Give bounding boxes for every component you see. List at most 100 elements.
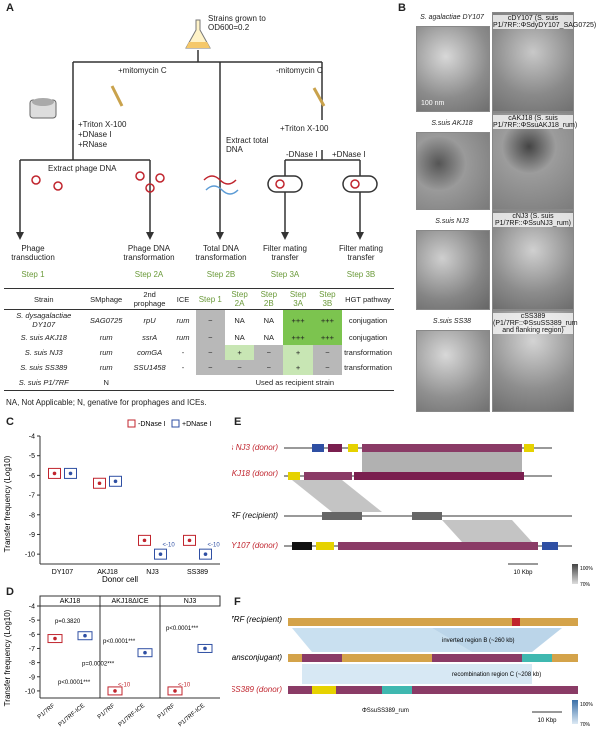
panel-label-e: E [234, 416, 242, 428]
table-row: S. suis NJ3 rum comGA - − + − + − transf… [4, 345, 394, 360]
d-pval: p<0.0001*** [58, 680, 91, 686]
c-y-tick-label: -8 [29, 512, 35, 519]
rnase-label: +RNase [78, 140, 108, 149]
d-point [203, 646, 207, 651]
c-box [183, 534, 196, 546]
c-box [93, 477, 106, 489]
f-track-label-css389: S. suis cSS389 (transconjugant) [232, 653, 282, 662]
c-y-tick-label: -10 [25, 552, 35, 559]
cell-hgt: conjugation [348, 315, 388, 325]
th-smphage: SMphage [90, 294, 123, 304]
d-y-tick-label: -8 [29, 660, 35, 667]
c-y-tick-label: -9 [29, 532, 35, 539]
step-1-label: Step 1 [21, 270, 45, 279]
cell-strain: S. suis SS389 [20, 363, 68, 372]
d-group-label: NJ3 [184, 598, 197, 605]
table-header-row: Strain SMphage 2nd prophage ICE Step 1 S… [4, 289, 394, 310]
cell-s2b: − [254, 360, 284, 375]
f-identity-min: 70% [580, 722, 591, 728]
d-box [47, 634, 63, 644]
th-prophage: 2nd prophage [133, 290, 166, 308]
phage-dna-icon [31, 171, 165, 193]
e-track-akj18 [284, 472, 552, 480]
c-x-tick-label: DY107 [52, 569, 74, 576]
panel-label-d: D [6, 586, 14, 598]
em-label-4: S.suis SS38 [432, 318, 472, 325]
th-step1: Step 1 [198, 294, 222, 304]
cell-sm: rum [99, 363, 113, 372]
f-track-css389 [288, 654, 578, 662]
th-ice: ICE [176, 294, 190, 304]
cell-s3a: + [283, 360, 313, 375]
f-label-inverted-region: inverted region B (~260 kb) [442, 638, 515, 644]
c-y-tick-label: -4 [29, 434, 35, 441]
c-box [154, 548, 167, 560]
d-y-tick-label: -10 [25, 688, 35, 695]
cell-s2a: NA [234, 315, 245, 325]
c-legend-minus: -DNase I [138, 421, 166, 428]
cell-ice: rum [176, 315, 190, 325]
em-image-donor-ss389 [416, 330, 490, 412]
cell-hgt: transformation [344, 348, 392, 357]
minus-dnase-label: -DNase I [286, 150, 318, 159]
step-2a-label: Step 2A [134, 270, 164, 279]
d-point [173, 689, 177, 693]
em-image-donor-dy107: 100 nm [416, 26, 490, 112]
d-y-tick-label: -4 [29, 604, 35, 611]
em-caption-4: cSS389 (P1/7RF::ΦSsuSS389_rum and flanki… [493, 313, 578, 334]
d-box [77, 631, 93, 641]
em-label-2: S.suis AKJ18 [431, 120, 473, 127]
f-track-ss389 [288, 686, 578, 694]
c-y-tick-label: -7 [29, 493, 35, 500]
d-x-tick-label: P1/7RF-ICE [178, 703, 207, 728]
d-annot: <-10 [118, 683, 131, 689]
c-point [187, 538, 192, 543]
cell-s2b: NA [263, 315, 275, 325]
c-point [97, 481, 102, 486]
d-x-tick-label: P1/7RF [157, 703, 177, 721]
em-caption-3: cNJ3 (S. suis P1/7RF::ΦSsuNJ3_rum) [493, 213, 573, 227]
d-x-tick-label: P1/7RF-ICE [58, 703, 87, 728]
c-legend: -DNase I +DNase I [127, 419, 211, 428]
d-x-tick-label: P1/7RF-ICE [118, 703, 147, 728]
c-box [48, 467, 61, 479]
cell-sm: SAG0725 [89, 315, 123, 325]
step-3b-label: Step 3B [346, 270, 376, 279]
cell-hgt: transformation [344, 363, 392, 372]
cell-sm: N [103, 378, 109, 387]
cell-s3a: +++ [283, 330, 313, 345]
cell-s2b: NA [263, 333, 275, 342]
d-point [143, 650, 147, 655]
d-box [107, 686, 123, 696]
cell-strain: S. suis NJ3 [24, 348, 63, 357]
e-track-label-p17rf: S. suis P1/7RF (recipient) [232, 511, 278, 520]
cell-ice: - [181, 348, 185, 357]
triton-label-b: +Triton X-100 [280, 124, 329, 133]
c-box [109, 475, 122, 487]
em-caption-2: cAKJ18 (S. suis P1/7RF::ΦSsuAKJ18_rum) [493, 115, 578, 129]
d-y-tick-label: -9 [29, 674, 35, 681]
step-3a-label: Step 3A [270, 270, 300, 279]
step-2b-label: Step 2B [206, 270, 236, 279]
e-identity-max: 100% [580, 566, 593, 572]
e-track-p17rf [284, 512, 572, 520]
e-track-label-dy107: S. dysgalactiae DY107 (donor) [232, 541, 278, 550]
d-y-tick-label: -7 [29, 646, 35, 653]
c-x-tick-label: NJ3 [146, 569, 159, 576]
c-point [203, 552, 208, 556]
extract-phage-label: Extract phage DNA [48, 164, 117, 173]
em-label-3: S.suis NJ3 [435, 218, 469, 225]
c-point [68, 471, 73, 476]
d-point [53, 636, 57, 641]
pipette-icon [312, 87, 326, 107]
th-strain: Strain [33, 294, 54, 304]
dnase-label-a: +DNase I [78, 130, 112, 139]
c-y-tick-label: -6 [29, 473, 35, 480]
table-row: S. suis SS389 rum SSU1458 - − − − + − tr… [4, 360, 394, 375]
cell-s3b: +++ [312, 309, 343, 330]
filter-mating-icon [267, 175, 378, 193]
cell-s2a: + [224, 345, 255, 360]
em-image-transconjugant-cnj3: cNJ3 (S. suis P1/7RF::ΦSsuNJ3_rum) [492, 210, 574, 310]
c-box [64, 467, 77, 479]
c-marks: <-10<-10 [48, 467, 220, 560]
